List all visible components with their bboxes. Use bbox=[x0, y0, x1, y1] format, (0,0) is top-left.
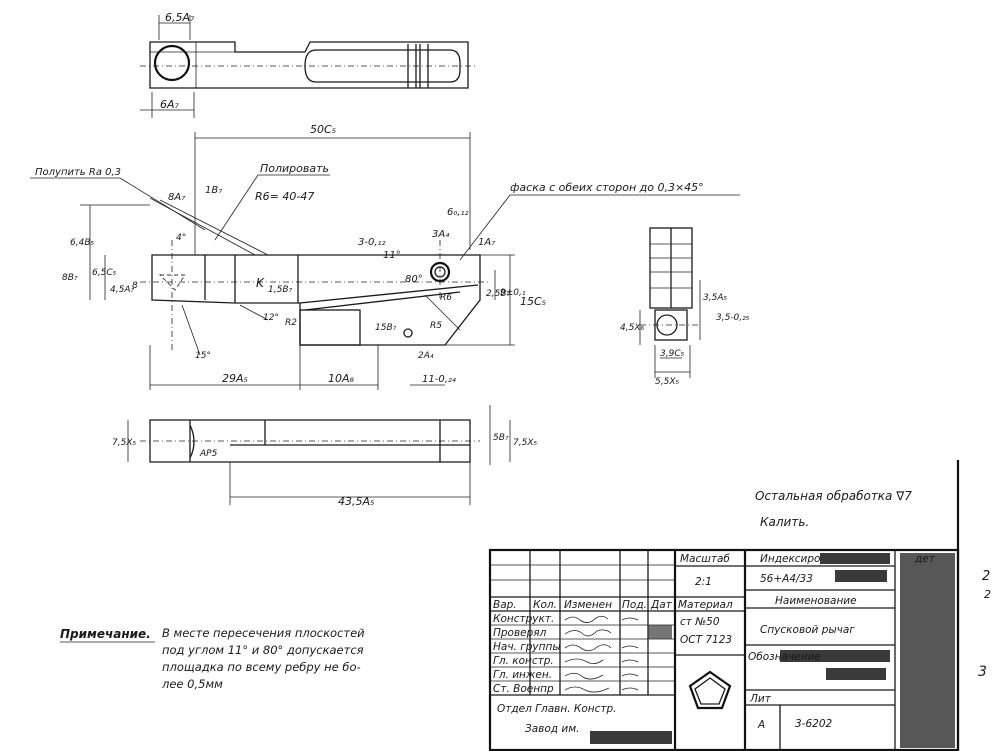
dim-4-5a7: 4,5A₇ bbox=[110, 285, 134, 295]
dim-29a5: 29A₅ bbox=[222, 372, 248, 385]
dim-1a7: 1A₇ bbox=[478, 237, 495, 248]
dim-5b7: 5B₇ bbox=[493, 433, 509, 443]
dim-6-5c5: 6,5C₅ bbox=[92, 268, 117, 278]
dim-7-5x5-right: 7,5X₅ bbox=[513, 438, 537, 448]
designation-label: Обозначение bbox=[748, 651, 821, 663]
margin-mark-3: 3 bbox=[978, 664, 987, 680]
dim-3: 3-0,₁₂ bbox=[358, 237, 386, 248]
label-k: K bbox=[256, 276, 265, 290]
dim-3-9c5: 3,9C₅ bbox=[660, 349, 685, 359]
note-finish: Остальная обработка ∇7 bbox=[755, 489, 912, 503]
dim-80deg: 80° bbox=[405, 274, 423, 285]
dim-top-2: 6A₇ bbox=[160, 98, 180, 111]
dim-15b7: 15B₇ bbox=[375, 323, 397, 333]
dim-r2: R2 bbox=[285, 318, 297, 328]
dept-line-2: Завод им. bbox=[525, 723, 579, 735]
note-label: Примечание. bbox=[60, 627, 151, 641]
note-polish-ra: Полупить Rа 0,3 bbox=[35, 167, 121, 178]
drawing-number: 3-6202 bbox=[795, 718, 833, 730]
dim-3a4: 3A₄ bbox=[432, 229, 449, 240]
sheet-label: Лит bbox=[749, 693, 772, 705]
scale-value: 2:1 bbox=[695, 576, 712, 588]
material-label: Материал bbox=[678, 599, 733, 611]
dim-1-5b7: 1,5B₇ bbox=[268, 285, 292, 295]
dim-top-1: 6,5A₇ bbox=[165, 11, 195, 24]
side-view: 3,5A₅ 4,5X₆ 3,5-0,₂₅ 3,9C₅ 5,5X₅ bbox=[620, 227, 750, 387]
name-label: Наименование bbox=[775, 595, 857, 607]
dim-1b7: 1B₇ bbox=[205, 185, 222, 196]
dim-15deg: 15° bbox=[195, 351, 211, 361]
dim-6: 6₀,₁₂ bbox=[447, 207, 469, 218]
front-view: 50C₅ 8A₇ 1B₇ R6= 40-47 6₀,₁₂ 3A₄ 1A₇ 3-0… bbox=[30, 123, 740, 390]
dim-8a7: 8A₇ bbox=[168, 192, 185, 203]
note-line-4: лее 0,5мм bbox=[161, 677, 223, 691]
dim-2-5b7: 2,5B₇ bbox=[486, 289, 510, 299]
role-military-rep: Ст. Военпр bbox=[493, 683, 554, 695]
dim-15c5: 15C₅ bbox=[520, 295, 546, 308]
dim-11deg: 11° bbox=[383, 250, 401, 261]
note-chamfer: фаска с обеих сторон до 0,3×45° bbox=[510, 181, 704, 194]
rev-col-date: Дат bbox=[650, 599, 673, 611]
dim-43-5a5: 43,5A₅ bbox=[338, 495, 374, 508]
scale-label: Масштаб bbox=[680, 553, 730, 565]
role-designer: Конструкт. bbox=[493, 613, 554, 625]
role-checked: Проверял bbox=[493, 627, 547, 639]
rev-col-sign: Под. bbox=[622, 599, 647, 611]
dim-8: 8 bbox=[132, 281, 138, 291]
dim-ap5: AP5 bbox=[199, 449, 218, 459]
pentagon-section-icon bbox=[688, 670, 732, 710]
index-value: 56+А4/33 bbox=[760, 573, 813, 585]
index-label: Индексиро bbox=[760, 553, 820, 565]
note-polish: Полировать bbox=[260, 162, 329, 175]
role-chief-designer: Гл. констр. bbox=[493, 655, 554, 667]
dim-9: 9±0,₁ bbox=[500, 288, 526, 298]
dim-12deg: 12° bbox=[263, 313, 279, 323]
dim-2a4: 2A₄ bbox=[418, 351, 434, 361]
rev-col-qty: Кол. bbox=[533, 599, 557, 611]
rev-col-change: Изменен bbox=[564, 599, 612, 611]
rev-col-var: Вар. bbox=[493, 599, 517, 611]
dim-8b7: 8B₇ bbox=[62, 273, 78, 283]
dim-4deg: 4° bbox=[176, 233, 186, 243]
litera-value: А bbox=[757, 719, 765, 731]
note-line-2: под углом 11° и 80° допускается bbox=[162, 643, 364, 657]
role-chief-engineer: Гл. инжен. bbox=[493, 669, 552, 681]
material-value-2: ОСТ 7123 bbox=[680, 634, 732, 646]
dim-4-5x6: 4,5X₆ bbox=[620, 323, 644, 333]
note-line-1: В месте пересечения плоскостей bbox=[162, 626, 365, 640]
dim-6-4b5: 6,4B₅ bbox=[70, 238, 94, 248]
top-view: 6,5A₇ 6A₇ bbox=[140, 11, 478, 118]
note-line-3: площадка по всему ребру не бо- bbox=[162, 660, 361, 674]
dim-r5: R5 bbox=[430, 321, 442, 331]
dept-line-1: Отдел Главн. Констр. bbox=[497, 703, 617, 715]
margin-mark-1: 2 bbox=[982, 569, 990, 584]
dim-11: 11-0,₂₄ bbox=[422, 374, 456, 385]
name-value: Спусковой рычаг bbox=[760, 624, 855, 636]
dim-10a8: 10A₈ bbox=[328, 372, 355, 385]
dim-hardness: R6= 40-47 bbox=[255, 190, 314, 203]
index-suffix: дет bbox=[914, 553, 936, 565]
dim-overall-length: 50C₅ bbox=[310, 123, 336, 136]
note-harden: Калить. bbox=[760, 515, 809, 529]
role-group-head: Нач. группы bbox=[493, 641, 561, 653]
dim-3-5a5: 3,5A₅ bbox=[703, 293, 727, 303]
material-value-1: ст №50 bbox=[680, 616, 720, 628]
margin-mark-2: 2 bbox=[984, 588, 991, 601]
title-block: Масштаб 2:1 Материал ст №50 ОСТ 7123 Инд… bbox=[488, 460, 991, 751]
signatures bbox=[564, 615, 639, 693]
dim-r6: R6 bbox=[440, 293, 452, 303]
dim-3-5: 3,5-0,₂₅ bbox=[716, 313, 750, 323]
bottom-view: 7,5X₅ AP5 5B₇ 7,5X₅ 43,5A₅ bbox=[112, 405, 537, 508]
dim-7-5x5-left: 7,5X₅ bbox=[112, 438, 136, 448]
dim-5-5x5: 5,5X₅ bbox=[655, 377, 679, 387]
